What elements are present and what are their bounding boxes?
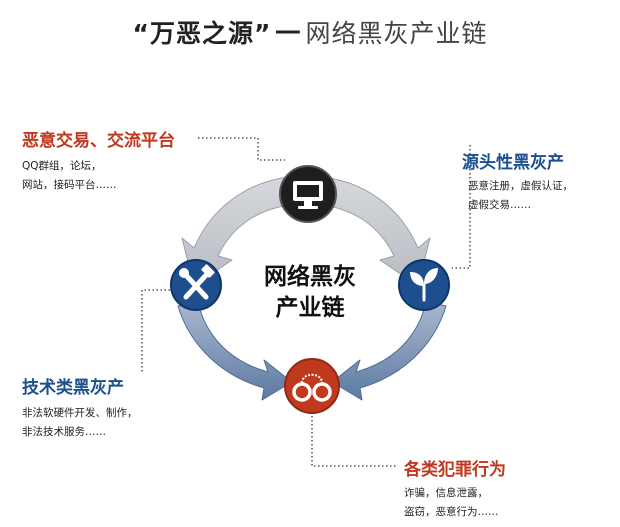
leader-top-left [198, 137, 285, 161]
group-line: 盗窃，恶意行为…… [404, 506, 499, 518]
center-label-line1: 网络黑灰 [264, 264, 356, 290]
title-dash: 一 [275, 19, 302, 48]
group-line: 诈骗，信息泄露， [404, 487, 488, 499]
sprout-icon [398, 259, 450, 311]
ring-arrow-bottom-right [331, 301, 447, 401]
leader-top-right [452, 145, 471, 269]
group-description: QQ群组，论坛， 网站，接码平台…… [22, 157, 175, 195]
leader-bottom-right [311, 412, 398, 467]
center-label: 网络黑灰 产业链 [240, 262, 380, 324]
group-line: 非法软硬件开发、制作， [22, 407, 138, 419]
group-line: 恶意注册，虚假认证， [468, 180, 573, 192]
group-trading-platforms: 恶意交易、交流平台 QQ群组，论坛， 网站，接码平台…… [22, 126, 175, 195]
group-criminal-acts: 各类犯罪行为 诈骗，信息泄露， 盗窃，恶意行为…… [404, 455, 506, 522]
group-heading: 源头性黑灰产 [462, 153, 564, 173]
wrench-hammer-tools-icon [170, 259, 222, 311]
group-description: 诈骗，信息泄露， 盗窃，恶意行为…… [404, 484, 506, 522]
ring-arrow-bottom-left [177, 301, 293, 401]
group-line: 虚假交易…… [468, 199, 531, 211]
leader-lines [141, 137, 471, 467]
title-subject: 网络黑灰产业链 [305, 19, 488, 48]
group-technical-industry: 技术类黑灰产 非法软硬件开发、制作， 非法技术服务…… [22, 373, 138, 442]
group-heading: 恶意交易、交流平台 [22, 131, 175, 151]
group-line: 非法技术服务…… [22, 426, 106, 438]
leader-bottom-left [141, 289, 170, 372]
group-line: 网站，接码平台…… [22, 179, 117, 191]
center-label-line2: 产业链 [275, 295, 345, 321]
computer-monitor-icon [279, 165, 337, 223]
group-heading: 技术类黑灰产 [22, 378, 124, 398]
group-heading: 各类犯罪行为 [404, 460, 506, 480]
handcuffs-icon [284, 358, 340, 414]
title-quote: “万恶之源” [132, 19, 272, 48]
group-line: QQ群组，论坛， [22, 160, 102, 172]
page-title: “万恶之源”一网络黑灰产业链 [0, 14, 620, 50]
group-description: 非法软硬件开发、制作， 非法技术服务…… [22, 404, 138, 442]
group-description: 恶意注册，虚假认证， 虚假交易…… [462, 177, 573, 215]
group-source-industry: 源头性黑灰产 恶意注册，虚假认证， 虚假交易…… [462, 148, 573, 215]
